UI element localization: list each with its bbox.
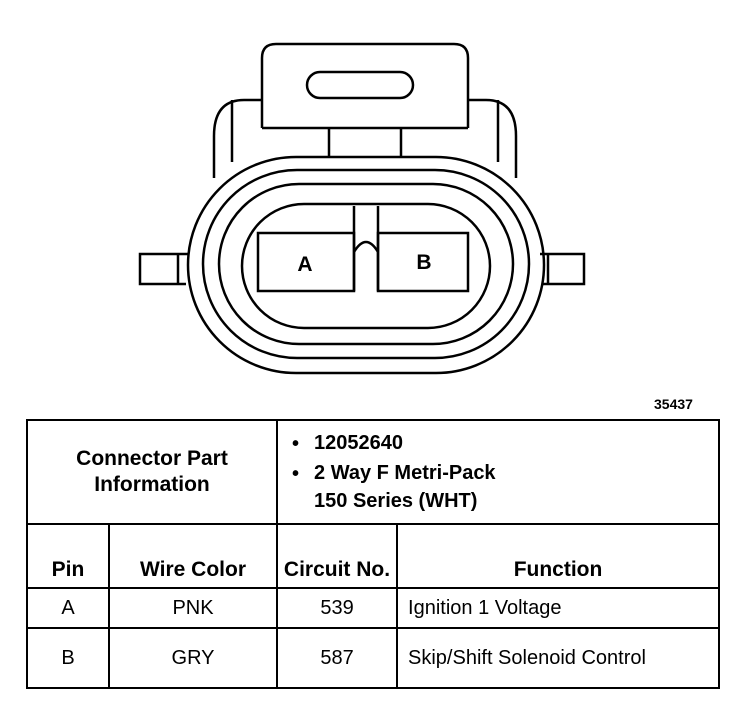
circuit-no-cell: 539 [276, 587, 399, 629]
connector-drawing: A B [138, 42, 586, 375]
wire-color-cell: PNK [107, 587, 279, 629]
left-shoulder [212, 98, 262, 178]
function-cell: Skip/Shift Solenoid Control [396, 627, 721, 689]
header-pin: Pin [26, 523, 110, 589]
bullet-icon: • [292, 463, 300, 485]
connector-part-details: • 12052640 • 2 Way F Metri-Pack 150 Seri… [276, 419, 721, 525]
pin-label-b: B [416, 251, 431, 274]
pin-label-a: A [297, 253, 312, 276]
connector-body-ring-2 [217, 182, 515, 346]
right-shoulder [468, 98, 518, 178]
connector-type: 2 Way F Metri-Pack 150 Series (WHT) [314, 462, 496, 512]
wire-color-cell: GRY [107, 627, 279, 689]
part-number: 12052640 [314, 432, 403, 454]
header-wire-color: Wire Color [107, 523, 279, 589]
part-number-line: • 12052640 [292, 429, 718, 459]
header-circuit-no: Circuit No. [276, 523, 399, 589]
connector-info-table: Connector Part Information • 12052640 • … [25, 419, 721, 689]
function-cell: Ignition 1 Voltage [396, 587, 721, 629]
center-key [352, 206, 380, 291]
right-latch [540, 252, 586, 286]
connector-type-line: • 2 Way F Metri-Pack 150 Series (WHT) [292, 459, 718, 515]
connector-body-ring-1 [201, 168, 531, 360]
figure-number: 35437 [654, 396, 693, 412]
connector-part-info-title: Connector Part Information [25, 419, 279, 525]
circuit-no-cell: 587 [276, 627, 399, 689]
bullet-icon: • [292, 433, 300, 455]
connector-body-inner [240, 202, 492, 330]
locking-tab [260, 42, 470, 128]
table-row: B GRY 587 Skip/Shift Solenoid Control [26, 627, 721, 689]
tab-slot [305, 70, 415, 100]
header-function: Function [396, 523, 721, 589]
table-row: A PNK 539 Ignition 1 Voltage [26, 587, 721, 629]
left-latch [138, 252, 188, 286]
pin-cell: A [26, 587, 110, 629]
connector-body-outer [186, 155, 546, 375]
pin-cell: B [26, 627, 110, 689]
